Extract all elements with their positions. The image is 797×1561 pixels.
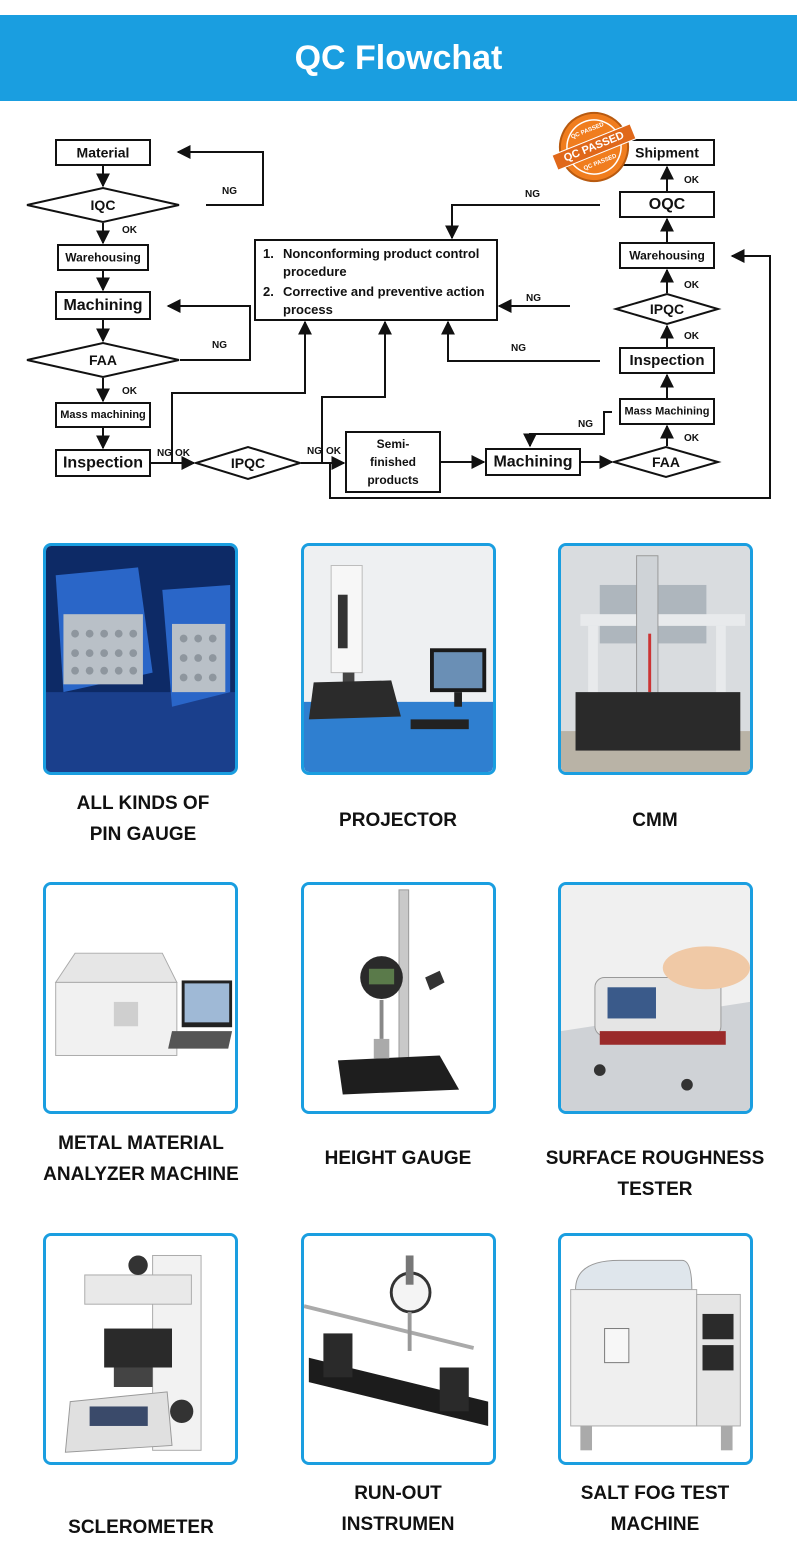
ok-line-to-warehousing — [329, 249, 771, 499]
ok-label-faa-bottom: OK — [684, 433, 700, 444]
ng-loop-iqc — [176, 145, 264, 206]
equipment-photo-projector — [301, 543, 496, 775]
ng-line-ipqc-bottom — [321, 320, 392, 463]
ng-label-faa-left: NG — [212, 340, 227, 351]
ok-label-ipqc-right: OK — [684, 280, 700, 291]
equipment-caption: CMM — [632, 810, 678, 831]
ng-line-mass-machining-right — [523, 411, 612, 448]
svg-text:Semi-: Semi- — [377, 437, 410, 451]
node-material: Material — [55, 139, 151, 166]
equipment-photo-height-gauge — [301, 882, 496, 1114]
equipment-caption: PROJECTOR — [339, 810, 457, 831]
equipment-photo-salt-fog — [558, 1233, 753, 1465]
svg-text:FAA: FAA — [652, 454, 680, 470]
ng-line-inspection — [171, 320, 312, 463]
node-mass-machining-left: Mass machining — [55, 402, 151, 428]
svg-text:IQC: IQC — [91, 197, 116, 213]
svg-text:Material: Material — [77, 145, 130, 161]
svg-text:Machining: Machining — [63, 297, 142, 314]
procedure-box: 1. Nonconforming product control procedu… — [254, 239, 498, 321]
equipment-photo-metal-analyzer — [43, 882, 238, 1114]
svg-text:finished: finished — [370, 455, 416, 469]
svg-text:2.: 2. — [263, 284, 274, 299]
ok-label-inspection-right: OK — [684, 331, 700, 342]
node-semi-finished: Semi- finished products — [345, 431, 441, 493]
node-warehousing-left: Warehousing — [57, 244, 149, 271]
svg-text:IPQC: IPQC — [650, 301, 684, 317]
svg-text:1.: 1. — [263, 246, 274, 261]
qc-passed-stamp: QC PASSED QC PASSED QC PASSED — [551, 112, 637, 182]
node-machining-bottom: Machining — [485, 448, 581, 476]
ng-line-oqc — [445, 204, 600, 240]
ng-label-ipqc-bottom: NG — [307, 446, 322, 457]
ng-label-inspection-right: NG — [511, 343, 526, 354]
node-ipqc-right: IPQC — [612, 292, 722, 326]
svg-text:products: products — [367, 473, 419, 487]
svg-text:Mass machining: Mass machining — [60, 409, 146, 421]
ok-label-iqc: OK — [122, 225, 138, 236]
ng-label-mass-machining-right: NG — [578, 419, 593, 430]
page-title: QC Flowchat — [294, 38, 503, 77]
node-faa-bottom: FAA — [610, 445, 722, 479]
node-iqc: IQC — [26, 186, 180, 224]
ok-label-ipqc-bottom: OK — [326, 446, 342, 457]
svg-text:process: process — [283, 302, 333, 317]
node-inspection-right: Inspection — [619, 347, 715, 374]
equipment-caption: HEIGHT GAUGE — [324, 1148, 472, 1169]
svg-text:Mass Machining: Mass Machining — [625, 406, 710, 418]
equipment-photo-cmm — [558, 543, 753, 775]
svg-text:Corrective and preventive acti: Corrective and preventive action — [283, 284, 485, 299]
equipment-photo-pin-gauge — [43, 543, 238, 775]
node-shipment: Shipment — [619, 139, 715, 166]
ng-label-iqc: NG — [222, 186, 237, 197]
equipment-photo-surface-roughness — [558, 882, 753, 1114]
node-machining-left: Machining — [55, 291, 151, 320]
svg-text:Warehousing: Warehousing — [65, 251, 141, 265]
ng-label-oqc: NG — [525, 189, 540, 200]
ng-label-ipqc-right: NG — [526, 293, 541, 304]
node-oqc: OQC — [619, 191, 715, 218]
svg-text:Shipment: Shipment — [635, 145, 699, 161]
title-banner: QC Flowchat — [0, 15, 797, 101]
qc-flowchart: Material IQC Warehousing Machining FAA M… — [26, 112, 771, 499]
svg-text:OQC: OQC — [649, 196, 686, 213]
svg-text:FAA: FAA — [89, 352, 117, 368]
ng-line-inspection-right — [441, 320, 600, 362]
svg-text:Nonconforming product control: Nonconforming product control — [283, 246, 479, 261]
equipment-photo-sclerometer — [43, 1233, 238, 1465]
node-mass-machining-right: Mass Machining — [619, 398, 715, 425]
node-inspection-left: Inspection — [55, 449, 151, 477]
equipment-photo-run-out — [301, 1233, 496, 1465]
equipment-caption: SCLEROMETER — [68, 1517, 214, 1538]
ok-label-inspection: OK — [175, 448, 191, 459]
ng-loop-faa-left — [166, 299, 251, 361]
svg-text:Inspection: Inspection — [629, 352, 704, 369]
ok-label-faa: OK — [122, 386, 138, 397]
node-warehousing-right: Warehousing — [619, 242, 715, 269]
svg-text:Inspection: Inspection — [63, 455, 143, 472]
node-ipqc-bottom: IPQC — [192, 445, 304, 481]
node-faa-left: FAA — [26, 341, 180, 379]
svg-text:Warehousing: Warehousing — [629, 249, 705, 263]
svg-text:IPQC: IPQC — [231, 455, 265, 471]
svg-text:procedure: procedure — [283, 264, 347, 279]
svg-text:Machining: Machining — [493, 454, 572, 471]
ok-label-oqc: OK — [684, 175, 700, 186]
ng-label-inspection: NG — [157, 448, 172, 459]
